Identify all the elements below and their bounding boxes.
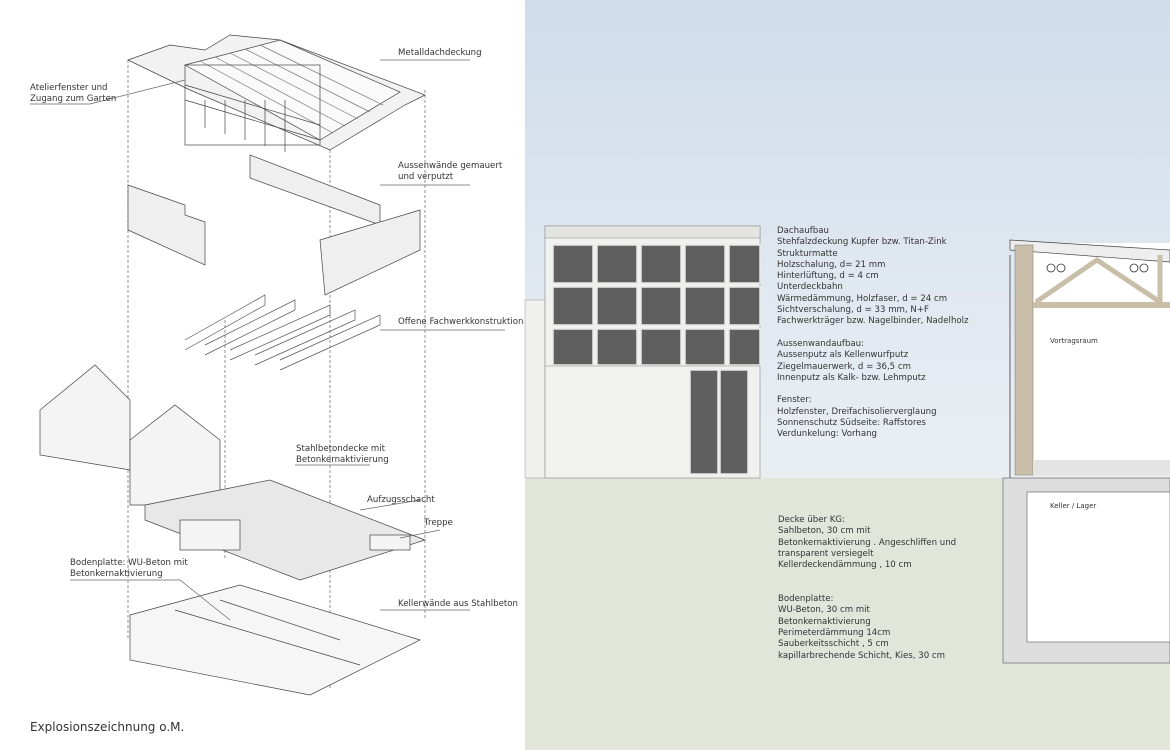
wall-section-drawing (1002, 239, 1170, 664)
note-line: Bodenplatte: (778, 594, 834, 605)
note-line: Wärmedämmung, Holzfaser, d = 24 cm (777, 293, 948, 304)
roof-layer (127, 34, 426, 152)
note-line: Ziegelmauerwerk, d = 36,5 cm (777, 361, 911, 372)
note-line: Decke über KG: (778, 515, 845, 525)
label-slab-2: Betonkernaktivierung (296, 455, 389, 465)
guide-lines (127, 60, 426, 690)
note-line: Betonkernaktivierung (778, 616, 871, 627)
note-line: Sichtverschalung, d = 33 mm, N+F (777, 305, 929, 316)
label-stairs: Treppe (424, 518, 453, 528)
note-line: Kellerdeckendämmung , 10 cm (778, 560, 912, 571)
lower-construction-notes: Decke über KG: Sahlbeton, 30 cm mit Beto… (778, 515, 956, 662)
label-outer-walls-2: und verputzt (398, 172, 454, 182)
note-line: transparent versiegelt (778, 548, 874, 559)
note-line: Strukturmatte (777, 248, 838, 259)
note-line: Sahlbeton, 30 cm mit (778, 526, 871, 537)
note-line (777, 328, 969, 339)
note-line (778, 571, 956, 582)
note-line: Aussenwandaufbau: (777, 338, 865, 349)
label-atelier-window-1: Atelierfenster und (30, 83, 108, 93)
note-line: Verdunkelung: Vorhang (777, 429, 878, 440)
label-base-slab-1: Bodenplatte: WU-Beton mit (70, 558, 188, 568)
note-line (778, 583, 956, 594)
note-line (777, 384, 969, 395)
room-label-lecture: Vortragsraum (1050, 337, 1098, 345)
outer-walls-layer (127, 154, 421, 296)
elevation-drawing (524, 225, 761, 479)
label-base-slab-2: Betonkernaktivierung (70, 569, 163, 579)
note-line: Fenster: (777, 395, 812, 406)
ground-floor-layer (39, 364, 427, 581)
note-line: Innenputz als Kalk- bzw. Lehmputz (777, 372, 926, 383)
label-outer-walls-1: Aussenwände gemauert (398, 161, 503, 171)
label-roof-covering: Metalldachdeckung (398, 48, 482, 58)
room-label-cellar: Keller / Lager (1050, 502, 1097, 510)
note-line: WU-Beton, 30 cm mit (778, 605, 870, 616)
label-cellar-walls: Kellerwände aus Stahlbeton (398, 599, 518, 609)
label-slab-1: Stahlbetondecke mit (296, 444, 386, 454)
leader-lines (30, 59, 505, 621)
note-line: Unterdeckbahn (777, 282, 843, 293)
note-line: Holzfenster, Dreifachisolierverglaung (777, 406, 937, 417)
label-elevator-shaft: Aufzugsschacht (367, 495, 435, 505)
exploded-axonometric (30, 34, 505, 696)
cellar-layer (129, 584, 421, 696)
note-line: Betonkernaktivierung . Angeschliffen und (778, 537, 957, 548)
note-line: Stehfalzdeckung Kupfer bzw. Titan-Zink (777, 237, 947, 248)
upper-construction-notes: Dachaufbau Stehfalzdeckung Kupfer bzw. T… (777, 226, 969, 441)
note-line: Holzschalung, d= 21 mm (777, 259, 886, 270)
note-line: Sauberkeitsschicht , 5 cm (778, 639, 889, 650)
truss-layer (184, 294, 381, 371)
note-line: kapillarbrechende Schicht, Kies, 30 cm (778, 650, 946, 661)
label-truss: Offene Fachwerkkonstruktion (398, 317, 524, 327)
note-line: Hinterlüftung, d = 4 cm (777, 271, 879, 282)
note-line: Perimeterdämmung 14cm (778, 627, 891, 638)
note-line: Dachaufbau (777, 226, 829, 236)
note-line: Aussenputz als Kellenwurfputz (777, 350, 909, 361)
note-line: Sonnenschutz Südseite: Raffstores (777, 418, 927, 429)
drawing-caption: Explosionszeichnung o.M. (30, 720, 185, 734)
note-line: Fachwerkträger bzw. Nagelbinder, Nadelho… (777, 316, 969, 327)
label-atelier-window-2: Zugang zum Garten (30, 94, 117, 104)
